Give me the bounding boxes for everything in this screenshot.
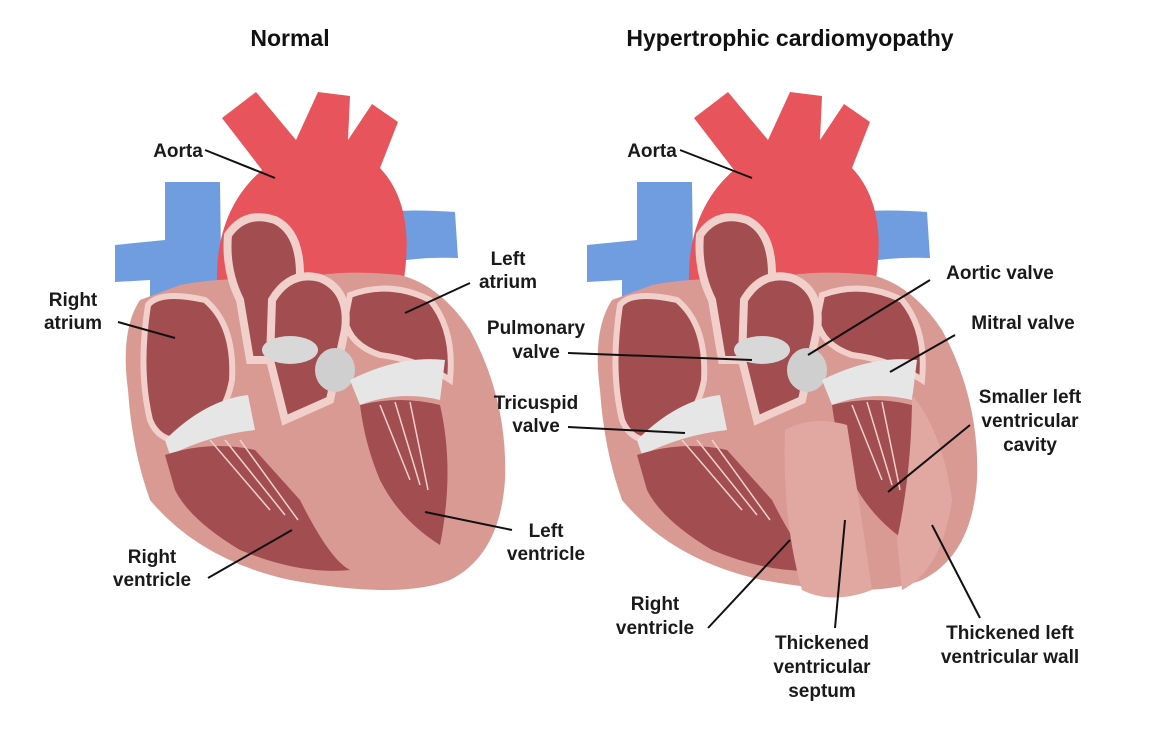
label-hcm-smaller-cavity-1: Smaller left <box>979 387 1082 408</box>
label-hcm-right-ventricle-1: Right <box>631 594 680 615</box>
label-hcm-tricuspid-valve-1: Tricuspid <box>494 393 578 414</box>
label-hcm-pulmonary-valve-2: valve <box>512 342 560 363</box>
title-hcm: Hypertrophic cardiomyopathy <box>626 25 953 51</box>
hcm-heart-illustration <box>587 92 977 598</box>
label-hcm-thickened-septum-2: ventricular <box>773 657 871 678</box>
label-normal-right-atrium-2: atrium <box>44 313 102 334</box>
label-hcm-thickened-septum-1: Thickened <box>775 633 869 654</box>
label-hcm-aorta: Aorta <box>627 141 677 162</box>
label-normal-left-ventricle-1: Left <box>529 521 565 542</box>
label-normal-right-atrium-1: Right <box>49 290 98 311</box>
label-normal-right-ventricle-1: Right <box>128 547 177 568</box>
label-normal-left-ventricle-2: ventricle <box>507 544 585 565</box>
label-normal-right-ventricle-2: ventricle <box>113 570 191 591</box>
label-hcm-smaller-cavity-2: ventricular <box>981 411 1079 432</box>
label-hcm-smaller-cavity-3: cavity <box>1003 435 1057 456</box>
label-hcm-thickened-wall-1: Thickened left <box>946 623 1074 644</box>
label-normal-left-atrium-1: Left <box>491 249 527 270</box>
label-hcm-mitral-valve: Mitral valve <box>971 313 1075 334</box>
label-hcm-right-ventricle-2: ventricle <box>616 618 694 639</box>
label-hcm-tricuspid-valve-2: valve <box>512 416 560 437</box>
label-normal-aorta: Aorta <box>153 141 203 162</box>
normal-heart-illustration <box>115 92 505 590</box>
title-normal: Normal <box>250 25 329 51</box>
label-normal-left-atrium-2: atrium <box>479 272 537 293</box>
label-hcm-thickened-wall-2: ventricular wall <box>941 647 1079 668</box>
label-hcm-aortic-valve: Aortic valve <box>946 263 1054 284</box>
label-hcm-pulmonary-valve-1: Pulmonary <box>487 318 586 339</box>
label-hcm-thickened-septum-3: septum <box>788 681 856 702</box>
